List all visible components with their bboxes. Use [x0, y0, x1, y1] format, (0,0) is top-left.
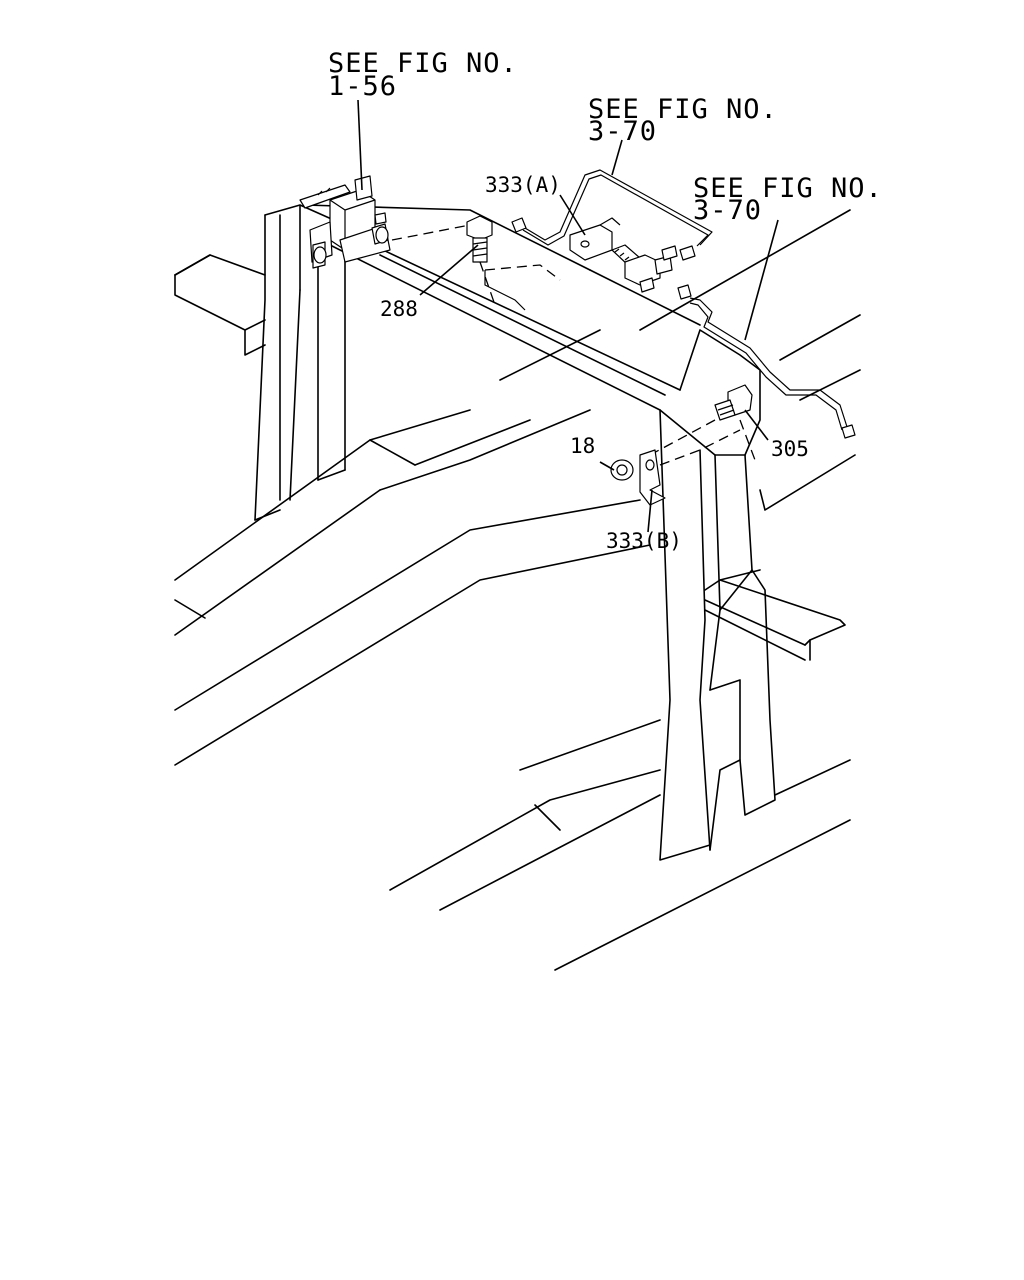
reference-label-2: SEE FIG NO. 3-70 — [588, 94, 778, 147]
bracket-333b — [639, 429, 741, 506]
callout-288: 288 — [380, 297, 418, 321]
callout-333b: 333(B) — [606, 529, 682, 553]
callout-333a: 333(A) — [485, 173, 561, 197]
reference-label-1: SEE FIG NO. 1-56 — [328, 48, 518, 102]
lower-right-rail — [389, 719, 851, 971]
bolt-288 — [466, 215, 496, 306]
reference-1-line1: SEE FIG NO. — [328, 48, 518, 79]
right-cross-member — [704, 569, 846, 661]
right-upright-post — [659, 409, 776, 861]
callout-305: 305 — [771, 437, 809, 461]
reference-2-line2: 3-70 — [588, 116, 657, 147]
bracket-333a — [484, 217, 621, 311]
top-cross-beam — [304, 204, 761, 456]
reference-3-line2: 3-70 — [693, 195, 762, 226]
reference-label-3: SEE FIG NO. 3-70 — [693, 173, 883, 226]
bolt-305 — [649, 384, 756, 461]
tee-fitting — [611, 244, 678, 293]
leader-lines — [357, 99, 779, 533]
background-lines — [499, 209, 861, 511]
left-cross-member-stub — [174, 254, 266, 356]
reference-1-line2: 1-56 — [328, 71, 397, 102]
reference-3-line1: SEE FIG NO. — [693, 173, 883, 204]
left-upright-post — [254, 204, 346, 521]
reference-2-line1: SEE FIG NO. — [588, 94, 778, 125]
left-frame-rail — [174, 409, 651, 766]
valve-assembly — [299, 175, 471, 269]
nut-18 — [610, 459, 634, 481]
callout-18: 18 — [570, 434, 595, 458]
brake-pipes — [511, 169, 856, 439]
